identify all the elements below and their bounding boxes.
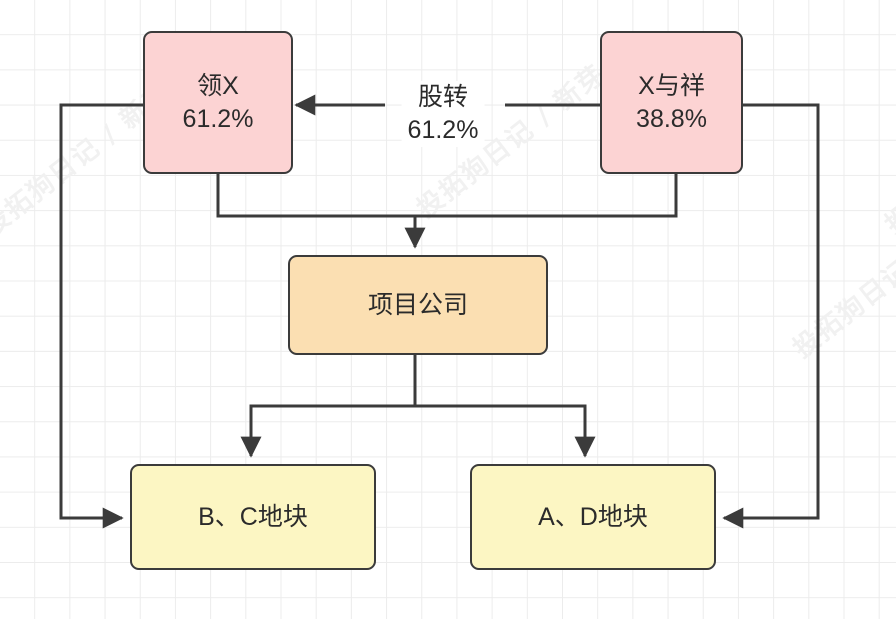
watermark: 投拓狗日记 / 新芽 xyxy=(787,199,896,365)
node-lingx-line1: 领X xyxy=(197,71,239,100)
node-lingx-line2: 61.2% xyxy=(182,104,254,133)
watermark: 投拓狗日记 / 新芽 xyxy=(879,75,896,241)
node-plot-bc[interactable]: B、C地块 xyxy=(130,464,376,570)
node-plot-bc-label: B、C地块 xyxy=(198,502,308,531)
edge-project-to-ad xyxy=(415,404,596,458)
node-plot-ad-label: A、D地块 xyxy=(538,502,648,531)
node-xyuxiang-line2: 38.8% xyxy=(636,104,707,133)
edge-lingx-to-project xyxy=(216,174,426,249)
node-plot-ad[interactable]: A、D地块 xyxy=(470,464,716,570)
node-project-company[interactable]: 项目公司 xyxy=(288,255,548,355)
node-lingx[interactable]: 领X 61.2% xyxy=(143,31,293,174)
edge-project-to-bc xyxy=(240,355,417,458)
node-xyuxiang[interactable]: X与祥 38.8% xyxy=(600,31,743,174)
edge-label-guzhuan-line2: 61.2% xyxy=(407,116,479,144)
edge-label-guzhuan-line1: 股转 xyxy=(417,83,469,111)
node-project-company-label: 项目公司 xyxy=(367,290,468,319)
node-xyuxiang-line1: X与祥 xyxy=(638,71,705,100)
edge-label-guzhuan: 股转 61.2% xyxy=(401,81,485,147)
